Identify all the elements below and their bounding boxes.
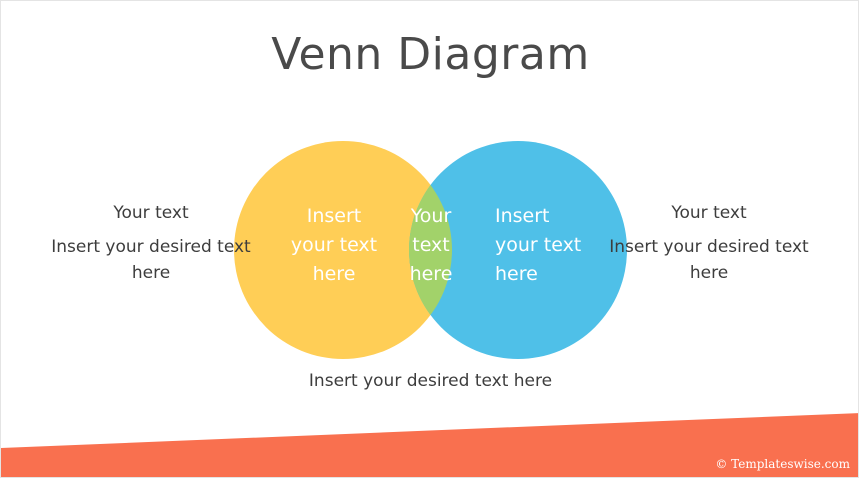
intersection-label: Your text here (393, 202, 469, 289)
footer-band-shape (1, 413, 858, 477)
credit-text: © Templateswise.com (715, 457, 850, 471)
left-circle-label: Insert your text here (269, 202, 399, 289)
left-block-heading: Your text (113, 203, 189, 223)
left-circle (234, 141, 452, 359)
intersection-line: text (412, 234, 450, 256)
intersection-line: here (409, 263, 453, 285)
right-block-body: Insert your desired text here (609, 237, 809, 283)
right-text-block: Your text Insert your desired text here (609, 200, 809, 286)
right-circle-line: your text (495, 234, 582, 256)
intersection-line: Your (410, 205, 452, 227)
right-circle-line: here (495, 263, 538, 285)
left-block-body: Insert your desired text here (51, 237, 251, 283)
bottom-caption: Insert your desired text here (308, 371, 553, 391)
right-block-heading: Your text (671, 203, 747, 223)
right-circle-label: Insert your text here (477, 202, 597, 289)
left-text-block: Your text Insert your desired text here (51, 200, 251, 286)
left-circle-line: here (312, 263, 356, 285)
right-circle (409, 141, 627, 359)
right-circle-line: Insert (495, 205, 550, 227)
left-circle-line: Insert (306, 205, 362, 227)
left-circle-line: your text (290, 234, 378, 256)
page-title: Venn Diagram (271, 29, 590, 80)
